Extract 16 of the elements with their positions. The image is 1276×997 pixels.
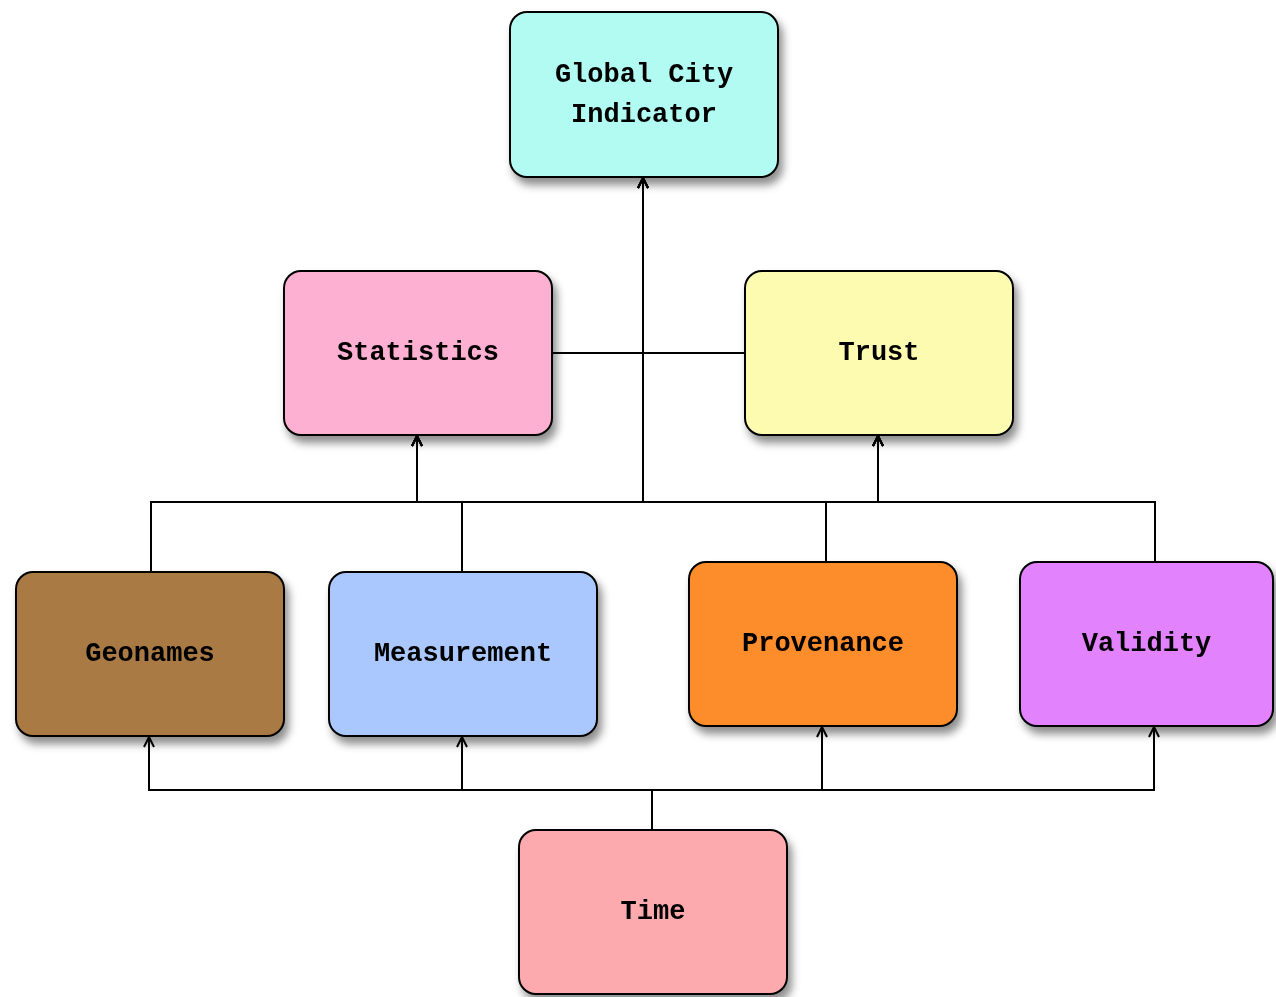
box-label: Trust: [838, 337, 920, 370]
box-label: Geonames: [85, 638, 215, 671]
concept-box: [688, 561, 958, 727]
concept-box: [283, 270, 553, 436]
box-label: Global City Indicator: [553, 58, 735, 132]
box-label: Validity: [1081, 628, 1212, 661]
box-label: Statistics: [337, 337, 499, 370]
box-label: Provenance: [742, 628, 904, 661]
concept-box: [518, 829, 788, 995]
concept-box: [1019, 561, 1274, 727]
concept-box: [509, 11, 779, 178]
concept-box: [328, 571, 598, 737]
concept-box: [15, 571, 285, 737]
box-label: Time: [620, 896, 686, 929]
box-label: Measurement: [373, 638, 553, 671]
concept-box: [744, 270, 1014, 436]
